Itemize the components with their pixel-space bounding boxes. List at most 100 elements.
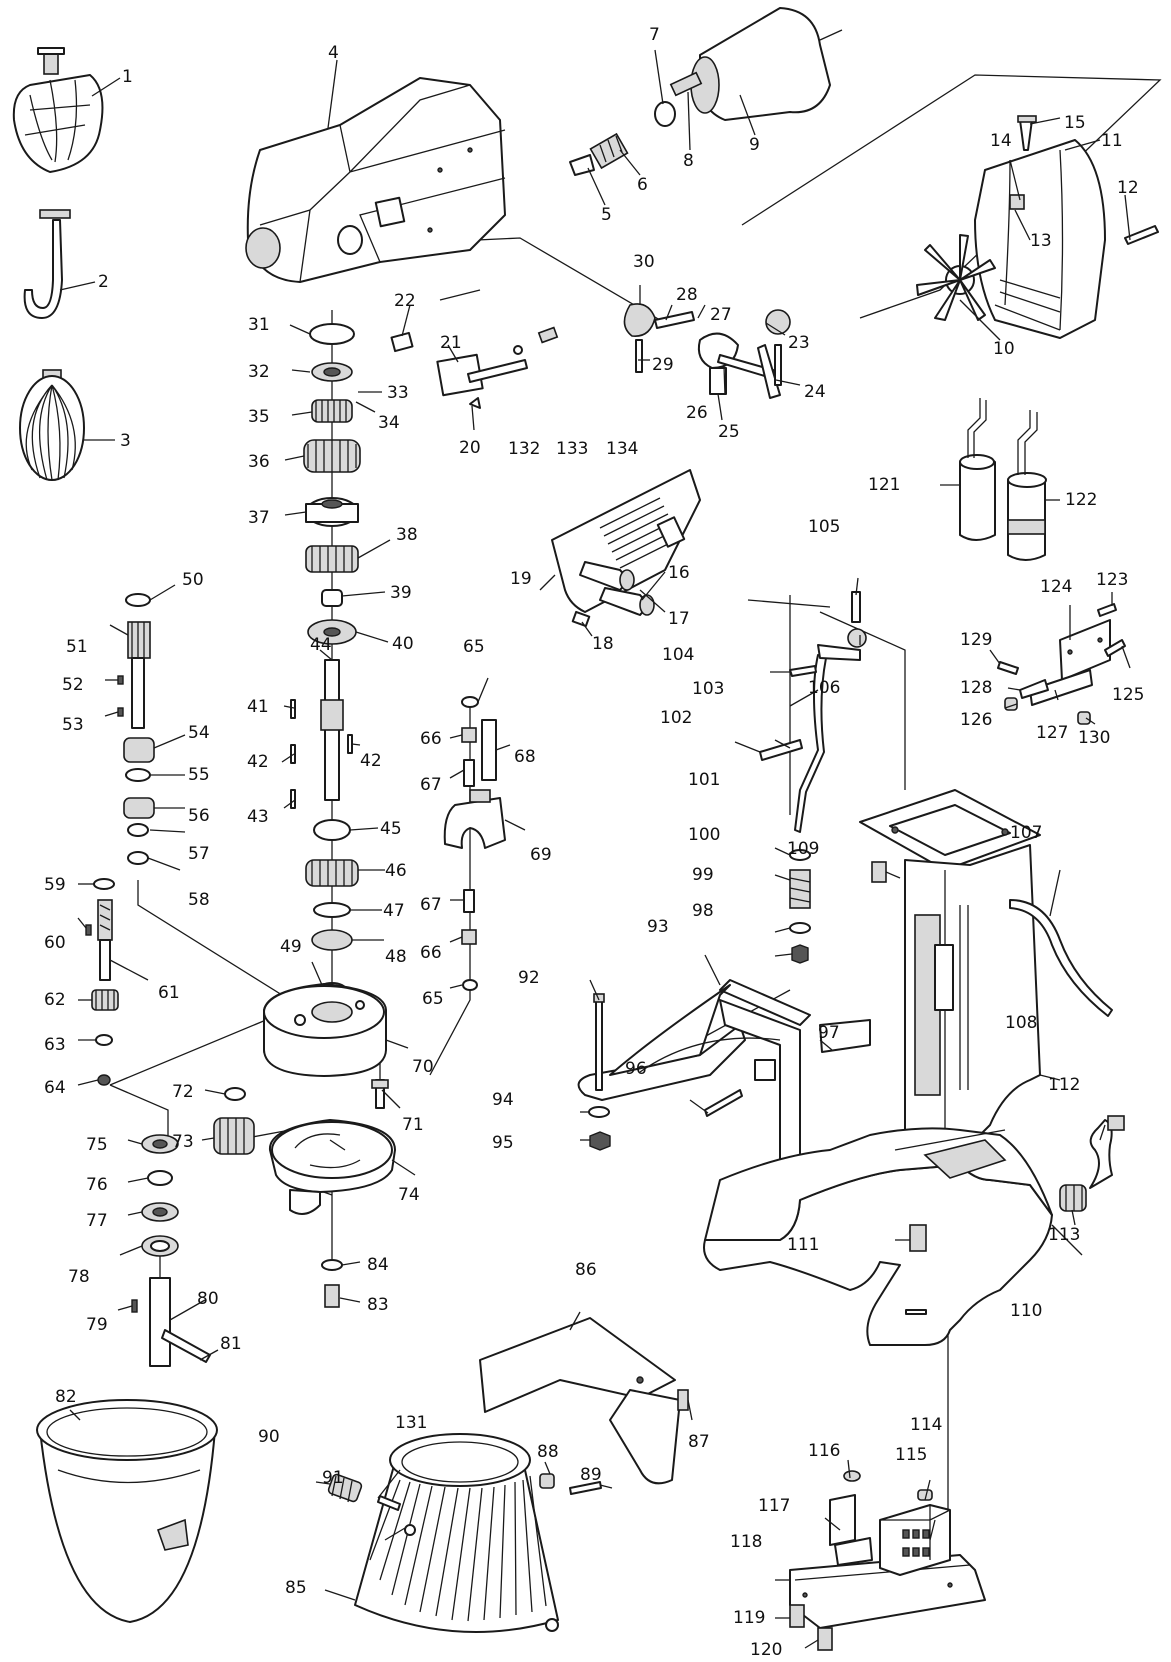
callout-119: 119: [733, 1608, 765, 1628]
callout-134: 134: [606, 439, 638, 459]
callout-128: 128: [960, 678, 992, 698]
callout-35: 35: [248, 407, 270, 427]
callout-47: 47: [383, 901, 405, 921]
callout-60: 60: [44, 933, 66, 953]
callout-50: 50: [182, 570, 204, 590]
fan-and-cover: [916, 115, 1159, 339]
callout-24: 24: [804, 382, 826, 402]
callout-84: 84: [367, 1255, 389, 1275]
callout-72: 72: [172, 1082, 194, 1102]
bowl-guard: [354, 1433, 559, 1633]
callout-99: 99: [692, 865, 714, 885]
callout-96: 96: [625, 1059, 647, 1079]
callout-123: 123: [1096, 570, 1128, 590]
callout-88: 88: [537, 1442, 559, 1462]
callout-116: 116: [808, 1441, 840, 1461]
callout-67b: 67: [420, 895, 442, 915]
callout-95: 95: [492, 1133, 514, 1153]
callout-37: 37: [248, 508, 270, 528]
callout-100: 100: [688, 825, 720, 845]
callout-19: 19: [510, 569, 532, 589]
callout-36: 36: [248, 452, 270, 472]
callout-85: 85: [285, 1578, 307, 1598]
callout-42b: 42: [360, 751, 382, 771]
callout-114: 114: [910, 1415, 942, 1435]
callout-7: 7: [649, 25, 660, 45]
callout-25: 25: [718, 422, 740, 442]
callout-82: 82: [55, 1387, 77, 1407]
callout-106: 106: [808, 678, 840, 698]
column: [859, 789, 1113, 1141]
callout-55: 55: [188, 765, 210, 785]
callout-105: 105: [808, 517, 840, 537]
callout-130: 130: [1078, 728, 1110, 748]
callout-61: 61: [158, 983, 180, 1003]
callout-39: 39: [390, 583, 412, 603]
callout-76: 76: [86, 1175, 108, 1195]
callout-33: 33: [387, 383, 409, 403]
callout-90: 90: [258, 1427, 280, 1447]
callout-78: 78: [68, 1267, 90, 1287]
callout-93: 93: [647, 917, 669, 937]
callout-102: 102: [660, 708, 692, 728]
planetary-shaft-parts: [85, 878, 119, 1086]
switch-assembly: [997, 603, 1126, 725]
callout-133: 133: [556, 439, 588, 459]
leader-lines: [59, 49, 1131, 1649]
callout-81: 81: [220, 1334, 242, 1354]
callout-118: 118: [730, 1532, 762, 1552]
dough-hook: [23, 209, 71, 319]
capacitors: [959, 398, 1047, 561]
callout-121: 121: [868, 475, 900, 495]
callout-17: 17: [668, 609, 690, 629]
callout-46: 46: [385, 861, 407, 881]
callout-41: 41: [247, 697, 269, 717]
callout-54: 54: [188, 723, 210, 743]
bowl-lift-linkage: [759, 591, 867, 964]
callout-112: 112: [1048, 1075, 1080, 1095]
callout-13: 13: [1030, 231, 1052, 251]
callout-53: 53: [62, 715, 84, 735]
callout-89: 89: [580, 1465, 602, 1485]
callout-79: 79: [86, 1315, 108, 1335]
callout-69: 69: [530, 845, 552, 865]
callout-8: 8: [683, 151, 694, 171]
callout-30: 30: [633, 252, 655, 272]
callout-86: 86: [575, 1260, 597, 1280]
callout-65a: 65: [463, 637, 485, 657]
callout-115: 115: [895, 1445, 927, 1465]
callout-12: 12: [1117, 178, 1139, 198]
callout-110: 110: [1010, 1301, 1042, 1321]
callout-labels: 1 2 3 4 5 6 7 8 9 10 11 12 13 14 15 16 1…: [44, 25, 1144, 1660]
callout-113: 113: [1048, 1225, 1080, 1245]
callout-49: 49: [280, 937, 302, 957]
callout-1: 1: [122, 67, 133, 87]
callout-125: 125: [1112, 685, 1144, 705]
agitator-shaft-parts: [131, 1134, 211, 1367]
center-gear-stack: [290, 323, 361, 998]
gear-housing: [263, 983, 389, 1109]
callout-104: 104: [662, 645, 694, 665]
callout-14: 14: [990, 131, 1012, 151]
callout-5: 5: [601, 205, 612, 225]
callout-129: 129: [960, 630, 992, 650]
callout-2: 2: [98, 272, 109, 292]
callout-51: 51: [66, 637, 88, 657]
callout-83: 83: [367, 1295, 389, 1315]
callout-27: 27: [710, 305, 732, 325]
speed-control-lever: [390, 303, 791, 409]
callout-64: 64: [44, 1078, 66, 1098]
callout-58: 58: [188, 890, 210, 910]
callout-122: 122: [1065, 490, 1097, 510]
callout-68: 68: [514, 747, 536, 767]
callout-87: 87: [688, 1432, 710, 1452]
callout-80: 80: [197, 1289, 219, 1309]
callout-29: 29: [652, 355, 674, 375]
callout-11: 11: [1101, 131, 1123, 151]
callout-92: 92: [518, 968, 540, 988]
callout-20: 20: [459, 438, 481, 458]
flat-beater: [12, 47, 104, 173]
head-housing: [245, 77, 506, 283]
callout-6: 6: [637, 175, 648, 195]
callout-73: 73: [172, 1132, 194, 1152]
